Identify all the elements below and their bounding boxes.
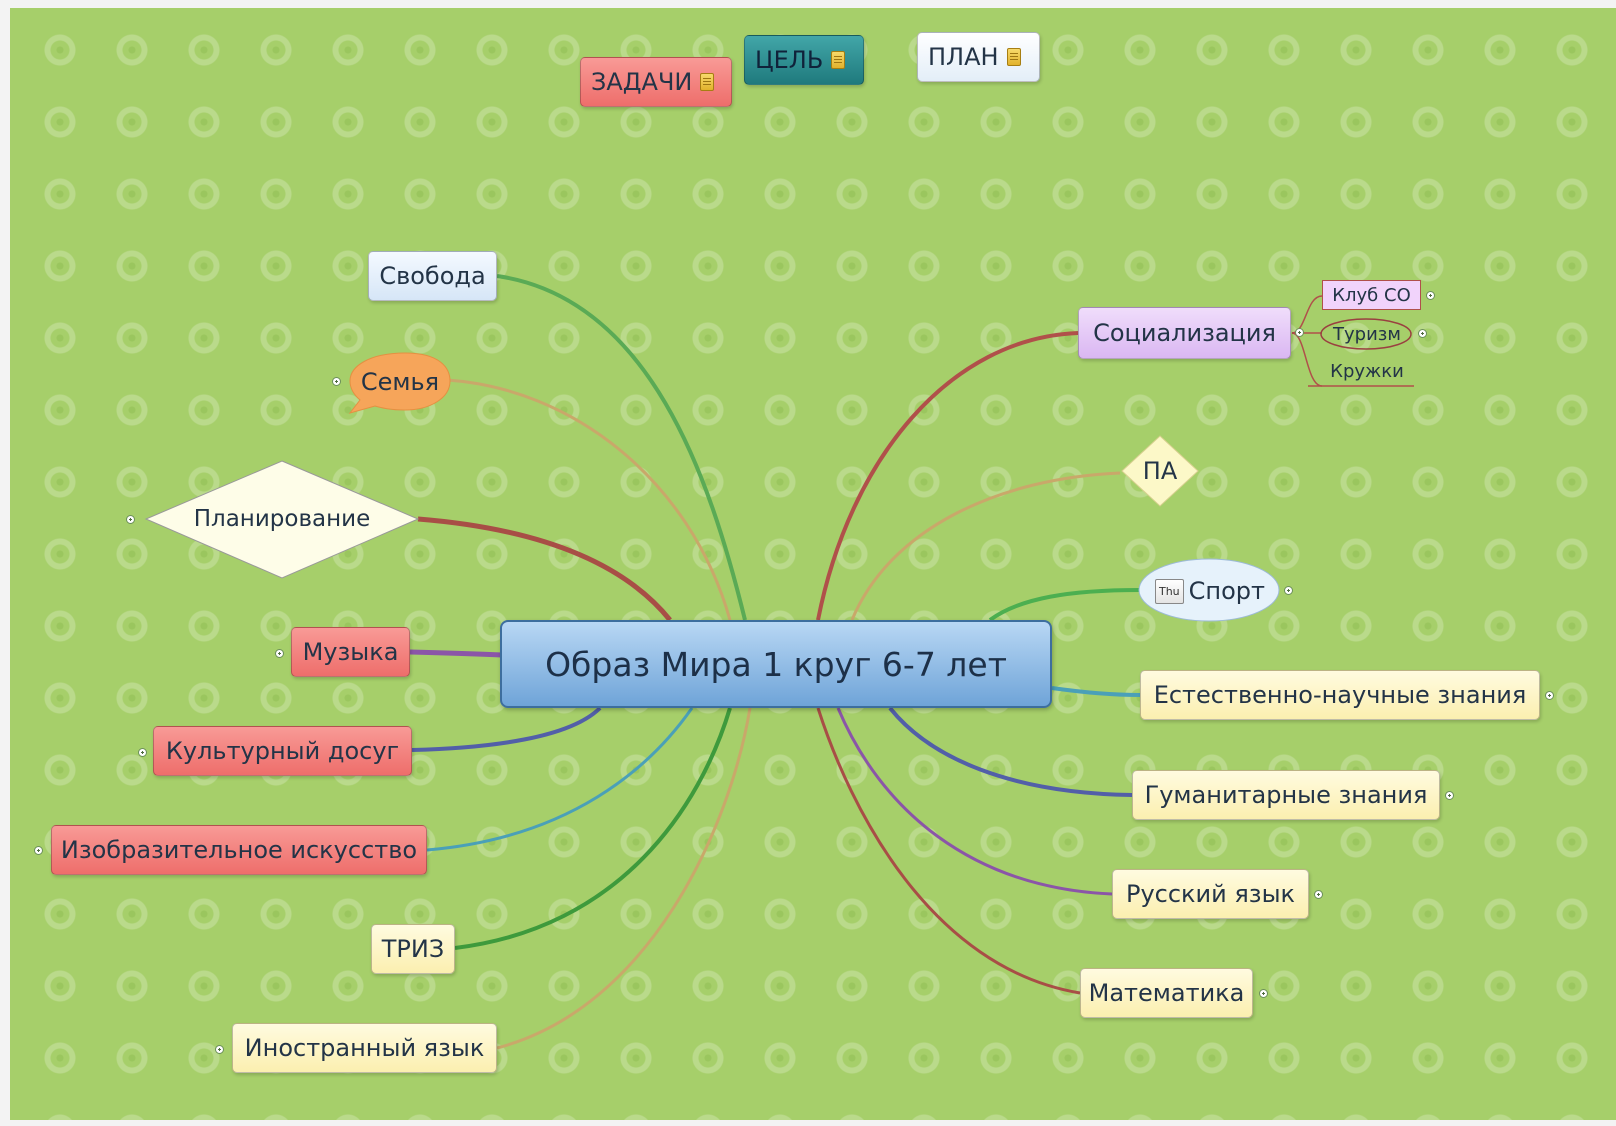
gum-expand-icon[interactable]	[1445, 791, 1454, 800]
planirovanie-node[interactable]: Планирование	[146, 494, 418, 544]
est-nauch-label: Естественно-научные знания	[1153, 681, 1527, 709]
goal-node[interactable]: ЦЕЛЬ	[744, 35, 864, 85]
kruzhki-node[interactable]: Кружки	[1322, 357, 1412, 385]
triz-label: ТРИЗ	[381, 935, 445, 963]
est-nauch-expand-icon[interactable]	[1545, 691, 1554, 700]
calendar-icon: Thu	[1154, 578, 1184, 604]
kult-dosug-label: Культурный досуг	[165, 737, 400, 765]
link-gum	[888, 706, 1133, 797]
planirovanie-diamond	[144, 460, 420, 579]
semya-expand-icon[interactable]	[332, 377, 341, 386]
link-svoboda	[496, 274, 747, 621]
plan-label: ПЛАН	[928, 43, 999, 71]
note-icon[interactable]	[831, 51, 846, 69]
turizm-expand-icon[interactable]	[1418, 329, 1427, 338]
link-semya	[446, 378, 732, 621]
semya-node[interactable]: Семья	[350, 353, 450, 410]
link-sport	[988, 588, 1141, 622]
central-topic-label: Образ Мира 1 круг 6-7 лет	[545, 644, 1007, 684]
mat-node[interactable]: Математика	[1080, 968, 1253, 1018]
link-izo	[426, 707, 694, 852]
link-socializaciya	[816, 331, 1079, 621]
triz-node[interactable]: ТРИЗ	[371, 924, 455, 974]
connector-lines	[144, 274, 1414, 1050]
mat-expand-icon[interactable]	[1259, 989, 1268, 998]
izo-expand-icon[interactable]	[34, 846, 43, 855]
muzyka-expand-icon[interactable]	[275, 649, 284, 658]
central-topic[interactable]: Образ Мира 1 круг 6-7 лет	[500, 620, 1052, 708]
tasks-node[interactable]: ЗАДАЧИ	[580, 57, 732, 107]
sport-label: Спорт	[1188, 577, 1266, 605]
mindmap-canvas: ЗАДАЧИ ЦЕЛЬ ПЛАН Образ Мира 1 круг 6-7 л…	[10, 8, 1616, 1120]
socializaciya-collapse-icon[interactable]	[1295, 328, 1304, 337]
klub-node[interactable]: Клуб СО	[1322, 280, 1421, 310]
socializaciya-node[interactable]: Социализация	[1078, 307, 1291, 359]
gum-label: Гуманитарные знания	[1144, 781, 1428, 809]
plan-node[interactable]: ПЛАН	[917, 32, 1040, 82]
sport-expand-icon[interactable]	[1284, 586, 1293, 595]
in-yazyk-label: Иностранный язык	[244, 1034, 485, 1062]
sport-ellipse	[1138, 558, 1280, 622]
klub-expand-icon[interactable]	[1426, 291, 1435, 300]
link-klub	[1291, 295, 1323, 334]
svoboda-label: Свобода	[379, 262, 486, 290]
link-mat	[816, 707, 1081, 995]
note-icon[interactable]	[700, 73, 715, 91]
turizm-label: Туризм	[1333, 323, 1401, 345]
goal-label: ЦЕЛЬ	[755, 46, 824, 74]
muzyka-label: Музыка	[302, 638, 399, 666]
link-rus	[836, 707, 1113, 896]
note-icon[interactable]	[1006, 48, 1021, 66]
planirovanie-label: Планирование	[193, 506, 371, 532]
kult-dosug-node[interactable]: Культурный досуг	[153, 726, 412, 776]
svoboda-node[interactable]: Свобода	[368, 251, 497, 301]
link-est-nauch	[1051, 686, 1141, 697]
klub-label: Клуб СО	[1332, 284, 1411, 306]
est-nauch-node[interactable]: Естественно-научные знания	[1140, 670, 1540, 720]
izo-node[interactable]: Изобразительное искусство	[51, 825, 427, 875]
pa-label: ПА	[1142, 457, 1178, 485]
link-planirovanie	[417, 516, 672, 622]
muzyka-node[interactable]: Музыка	[291, 627, 410, 677]
semya-label: Семья	[360, 367, 440, 396]
mat-label: Математика	[1088, 979, 1245, 1007]
link-triz	[454, 707, 732, 950]
in-yazyk-node[interactable]: Иностранный язык	[232, 1023, 497, 1073]
rus-expand-icon[interactable]	[1314, 890, 1323, 899]
link-in-yazyk	[496, 707, 752, 1050]
pa-node[interactable]: ПА	[1122, 448, 1198, 494]
link-kult-dosug	[411, 706, 602, 752]
tasks-label: ЗАДАЧИ	[591, 68, 693, 96]
izo-label: Изобразительное искусство	[60, 836, 418, 864]
turizm-ellipse	[1320, 318, 1412, 350]
pa-diamond	[1121, 435, 1199, 507]
sport-node[interactable]: Thu Спорт	[1140, 568, 1280, 614]
socializaciya-label: Социализация	[1093, 319, 1276, 347]
link-kruzhki	[1291, 332, 1323, 387]
link-pa	[850, 471, 1121, 621]
rus-node[interactable]: Русский язык	[1112, 869, 1309, 919]
turizm-node[interactable]: Туризм	[1322, 319, 1412, 349]
gum-node[interactable]: Гуманитарные знания	[1132, 770, 1440, 820]
rus-label: Русский язык	[1125, 880, 1296, 908]
link-muzyka	[409, 649, 503, 658]
planirovanie-expand-icon[interactable]	[126, 515, 135, 524]
kruzhki-label: Кружки	[1330, 360, 1404, 382]
semya-bubble	[348, 352, 451, 414]
kult-dosug-expand-icon[interactable]	[138, 748, 147, 757]
in-yazyk-expand-icon[interactable]	[215, 1045, 224, 1054]
